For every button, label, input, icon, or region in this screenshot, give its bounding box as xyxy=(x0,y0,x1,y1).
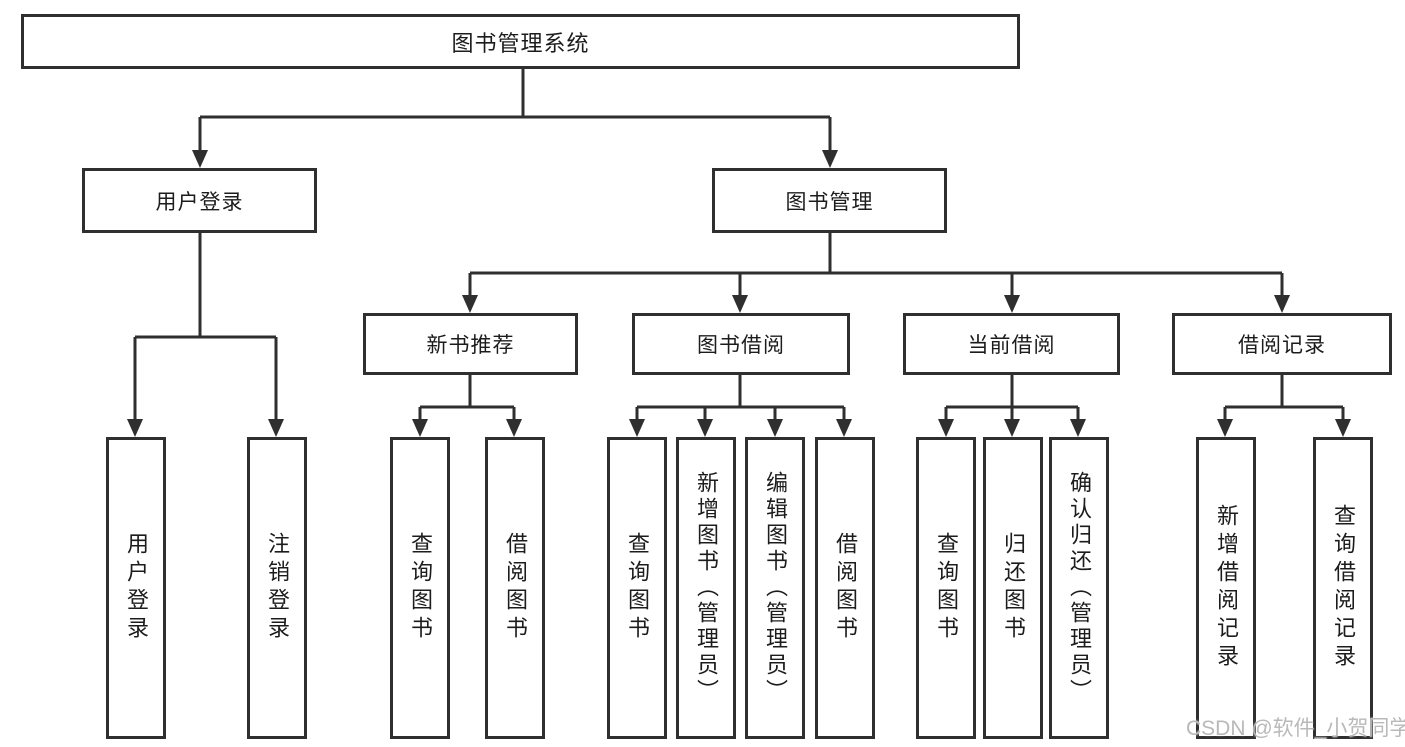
arrowhead-icon xyxy=(192,150,208,168)
leaf-user-login: 用户登录 xyxy=(106,437,166,739)
leaf-label: 新增图书（管理员） xyxy=(694,471,719,705)
leaf-newbook-borrow-books: 借阅图书 xyxy=(485,437,545,739)
node-current-borrow: 当前借阅 xyxy=(903,313,1120,375)
leaf-label: 新增借阅记录 xyxy=(1214,504,1239,672)
leaf-label: 查询图书 xyxy=(934,532,959,644)
leaf-label: 查询图书 xyxy=(625,532,650,644)
arrowhead-icon xyxy=(822,150,838,168)
leaf-label: 用户登录 xyxy=(124,532,149,644)
arrowhead-icon xyxy=(412,419,428,437)
node-borrow-records: 借阅记录 xyxy=(1172,313,1392,375)
leaf-borrow-borrow-books: 借阅图书 xyxy=(815,437,875,739)
arrowhead-icon xyxy=(506,419,522,437)
leaf-label: 借阅图书 xyxy=(833,532,858,644)
leaf-label: 归还图书 xyxy=(1001,532,1026,644)
arrowhead-icon xyxy=(268,419,284,437)
leaf-borrow-query-books: 查询图书 xyxy=(607,437,667,739)
arrowhead-icon xyxy=(1004,295,1020,313)
connector-bookborrow-to-leaves xyxy=(635,374,846,420)
arrowhead-icon xyxy=(732,295,748,313)
leaf-label: 借阅图书 xyxy=(503,532,528,644)
leaf-records-query-record: 查询借阅记录 xyxy=(1313,437,1373,739)
connector-records-to-leaves xyxy=(1223,374,1345,420)
connector-newbook-to-leaves xyxy=(418,374,516,420)
node-user-login: 用户登录 xyxy=(82,168,317,233)
leaf-borrow-add-books-admin: 新增图书（管理员） xyxy=(676,437,736,739)
arrowhead-icon xyxy=(697,419,713,437)
arrowhead-icon xyxy=(127,419,143,437)
arrowhead-icon xyxy=(1217,419,1233,437)
leaf-records-add-record: 新增借阅记录 xyxy=(1196,437,1256,739)
leaf-logout: 注销登录 xyxy=(247,437,307,739)
leaf-label: 确认归还（管理员） xyxy=(1067,471,1092,705)
connector-root-to-level2 xyxy=(198,68,832,151)
arrowhead-icon xyxy=(836,419,852,437)
leaf-label: 注销登录 xyxy=(265,532,290,644)
arrowhead-icon xyxy=(938,419,954,437)
leaf-label: 查询图书 xyxy=(408,532,433,644)
csdn-watermark: CSDN @软件_小贺同学 xyxy=(1186,717,1405,740)
connector-bookmgmt-to-level3 xyxy=(468,232,1284,296)
arrowhead-icon xyxy=(1070,419,1086,437)
node-book-borrow: 图书借阅 xyxy=(632,313,850,375)
leaf-newbook-query-books: 查询图书 xyxy=(390,437,450,739)
leaf-label: 查询借阅记录 xyxy=(1331,504,1356,672)
arrowhead-icon xyxy=(1004,419,1020,437)
connector-currentborrow-to-leaves xyxy=(944,374,1080,420)
leaf-label: 编辑图书（管理员） xyxy=(763,471,788,705)
node-new-book-recommend: 新书推荐 xyxy=(363,313,578,375)
leaf-current-return-books: 归还图书 xyxy=(983,437,1043,739)
leaf-current-confirm-return-admin: 确认归还（管理员） xyxy=(1049,437,1109,739)
arrowhead-icon xyxy=(1335,419,1351,437)
connector-userlogin-to-leaves xyxy=(133,232,278,420)
node-root-system: 图书管理系统 xyxy=(21,14,1020,69)
arrowhead-icon xyxy=(1274,295,1290,313)
node-book-management: 图书管理 xyxy=(712,168,947,233)
arrowhead-icon xyxy=(629,419,645,437)
arrowhead-icon xyxy=(462,295,478,313)
arrowhead-icon xyxy=(767,419,783,437)
leaf-borrow-edit-books-admin: 编辑图书（管理员） xyxy=(745,437,805,739)
leaf-current-query-books: 查询图书 xyxy=(916,437,976,739)
